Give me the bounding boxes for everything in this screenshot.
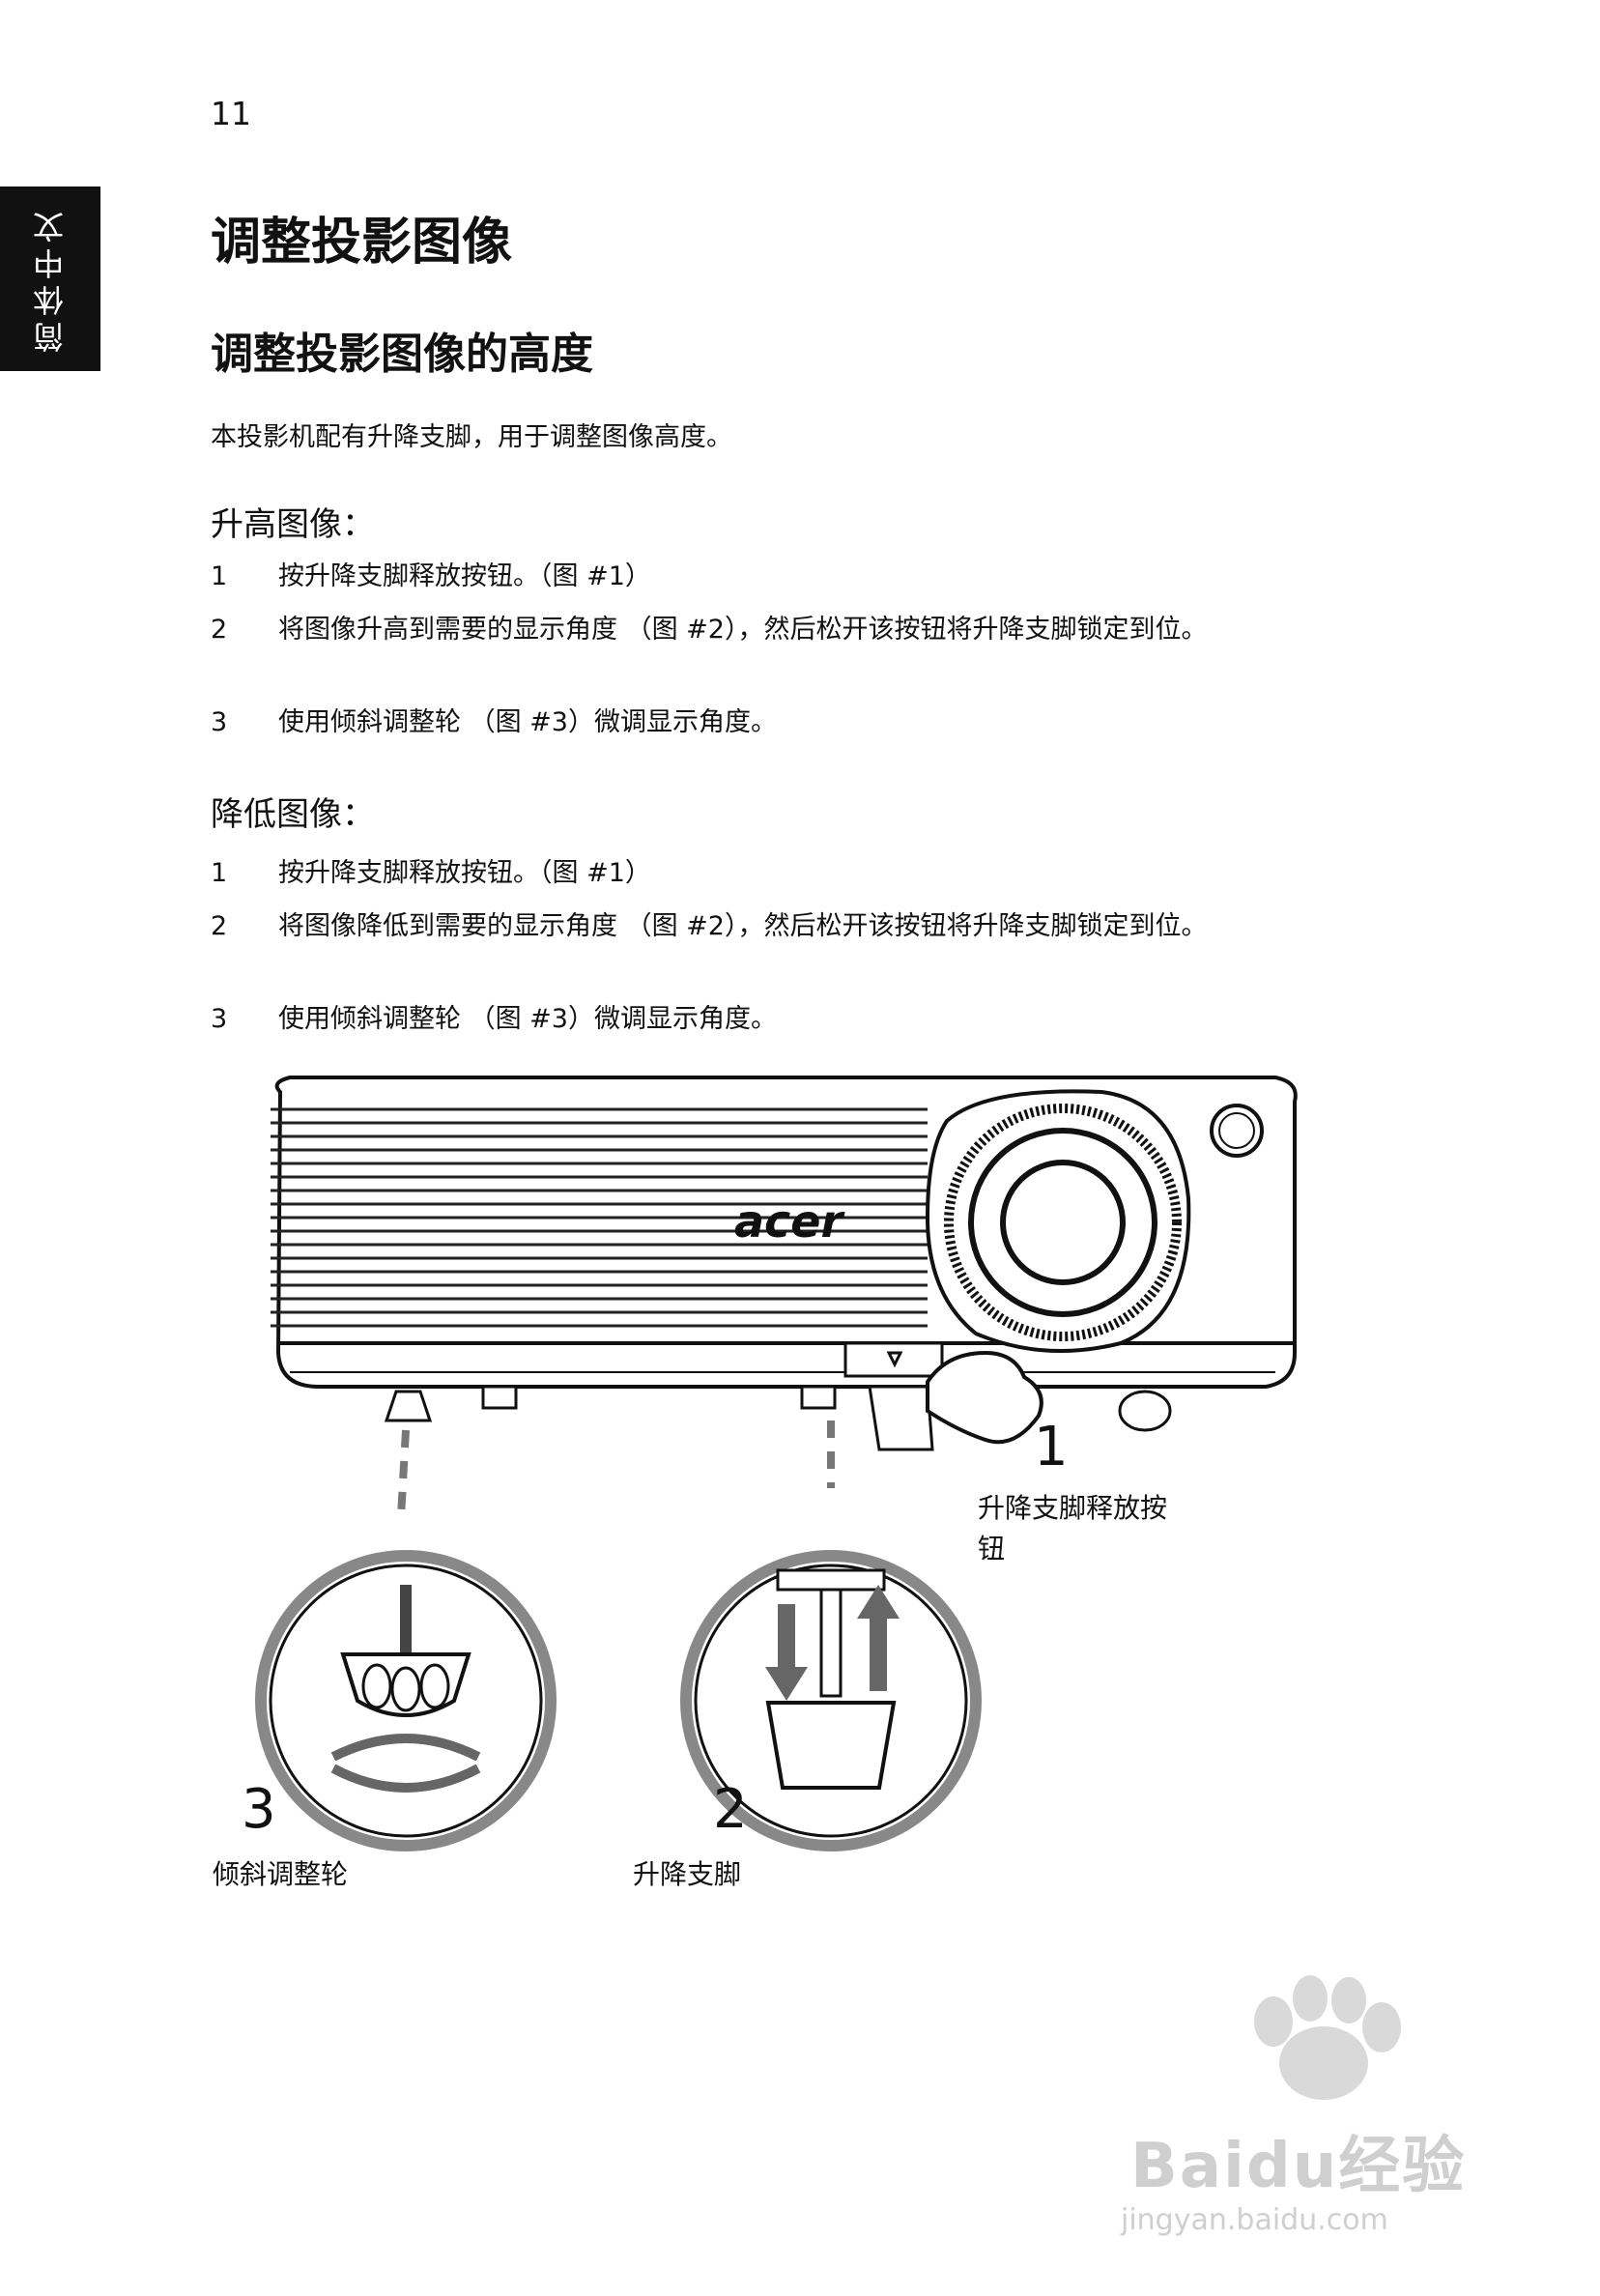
lower-step: 2 将图像降低到需要的显示角度 （图 #2），然后松开该按钮将升降支脚锁定到位。 [211, 908, 1322, 945]
callout-label: 升降支脚释放按钮 [978, 1492, 1168, 1564]
leader-lines [397, 1421, 835, 1518]
lower-step: 3 使用倾斜调整轮 （图 #3）微调显示角度。 [211, 1001, 1322, 1038]
vent-grille [271, 1107, 928, 1328]
step-text: 将图像升高到需要的显示角度 （图 #2），然后松开该按钮将升降支脚锁定到位。 [278, 615, 1208, 645]
callout-label: 倾斜调整轮 [213, 1858, 349, 1890]
watermark-brand: Baidu经验 [1130, 2131, 1467, 2202]
callout-label: 升降支脚 [633, 1858, 742, 1890]
raise-step: 3 使用倾斜调整轮 （图 #3）微调显示角度。 [211, 704, 1322, 741]
section-title: 调整投影图像的高度 [211, 330, 593, 379]
step-number: 2 [211, 911, 228, 941]
hand-pressing-button [926, 1350, 1043, 1445]
raise-heading: 升高图像： [211, 505, 375, 544]
step-number: 3 [211, 1004, 228, 1034]
brand-logo: acer [734, 1195, 846, 1248]
language-tab-label: 简体中文 [32, 205, 69, 353]
projector-figure: acer [213, 1063, 1333, 1933]
callout-number: 2 [713, 1778, 748, 1841]
step-number: 1 [211, 858, 228, 888]
step-number: 1 [211, 561, 228, 591]
raise-step: 1 按升降支脚释放按钮。（图 #1） [211, 559, 1322, 595]
step-number: 3 [211, 707, 228, 737]
watermark-url: jingyan.baidu.com [1121, 2203, 1388, 2237]
step-text: 按升降支脚释放按钮。（图 #1） [278, 561, 651, 591]
callout-number: 3 [242, 1778, 276, 1841]
page-number: 11 [211, 95, 251, 132]
paw-icon [1254, 1975, 1401, 2100]
step-text: 使用倾斜调整轮 （图 #3）微调显示角度。 [278, 707, 777, 737]
baidu-watermark: Baidu经验 jingyan.baidu.com [1111, 1971, 1478, 2261]
language-side-tab: 简体中文 [0, 187, 100, 371]
release-button [843, 1341, 944, 1451]
step-number: 2 [211, 615, 228, 645]
projector-illustration: acer [255, 1076, 1298, 1851]
tilt-wheel-detail [255, 1550, 557, 1851]
intro-paragraph: 本投影机配有升降支脚，用于调整图像高度。 [211, 422, 732, 452]
projector-feet [384, 1385, 1172, 1432]
lower-heading: 降低图像： [211, 795, 375, 834]
step-text: 将图像降低到需要的显示角度 （图 #2），然后松开该按钮将升降支脚锁定到位。 [278, 911, 1208, 941]
lens [925, 1089, 1264, 1353]
elevator-foot-detail [680, 1550, 982, 1851]
lower-step: 1 按升降支脚释放按钮。（图 #1） [211, 855, 1322, 892]
step-text: 按升降支脚释放按钮。（图 #1） [278, 858, 651, 888]
callout-number: 1 [1034, 1416, 1069, 1478]
step-text: 使用倾斜调整轮 （图 #3）微调显示角度。 [278, 1004, 777, 1034]
page-title: 调整投影图像 [211, 214, 513, 272]
raise-step: 2 将图像升高到需要的显示角度 （图 #2），然后松开该按钮将升降支脚锁定到位。 [211, 612, 1322, 648]
